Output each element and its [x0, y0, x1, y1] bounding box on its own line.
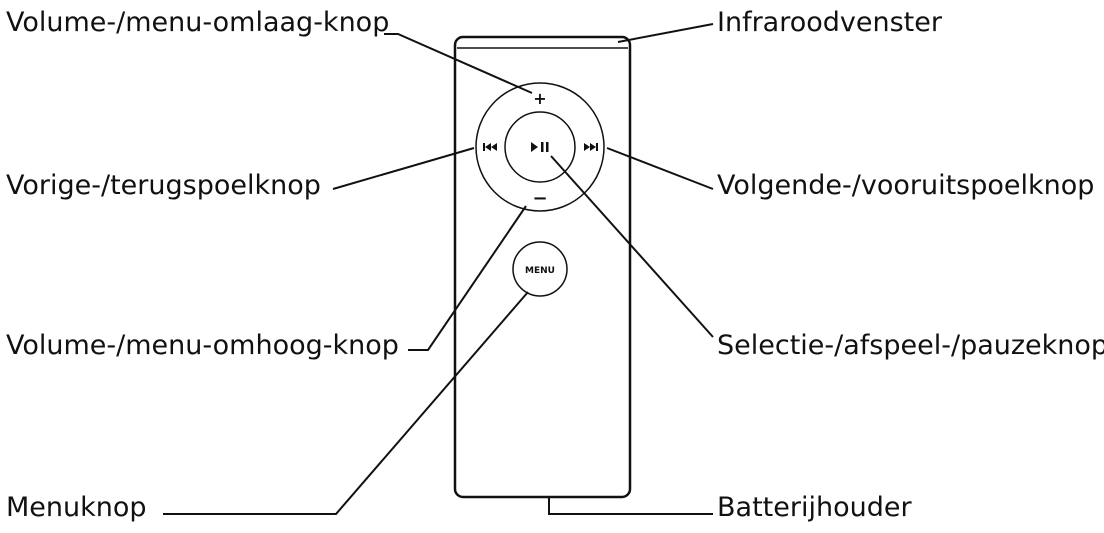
leader-volume-up [408, 205, 527, 351]
leader-menu [163, 291, 529, 515]
label-volume-down-button: Volume-/menu-omlaag-knop [6, 7, 390, 38]
menu-button-label: MENU [525, 266, 555, 276]
volume-up-plus-icon[interactable]: + [533, 89, 546, 108]
label-infrared-window: Infraroodvenster [717, 7, 942, 38]
leader-volume-down [384, 33, 533, 94]
next-fastforward-icon[interactable] [584, 143, 598, 151]
play-pause-icon [531, 142, 549, 152]
leader-next [606, 147, 714, 190]
label-battery-holder: Batterijhouder [717, 492, 912, 523]
leader-battery [548, 497, 713, 515]
leader-previous [332, 147, 475, 190]
leader-select [550, 155, 714, 338]
menu-button[interactable] [512, 241, 568, 297]
label-volume-up-button: Volume-/menu-omhoog-knop [6, 330, 399, 361]
label-select-play-pause-button: Selectie-/afspeel-/pauzeknop [717, 330, 1104, 361]
label-menu-button: Menuknop [6, 492, 147, 523]
volume-down-minus-icon[interactable]: − [532, 188, 547, 209]
label-next-button: Volgende-/vooruitspoelknop [717, 170, 1095, 201]
label-previous-button: Vorige-/terugspoelknop [6, 170, 321, 201]
previous-rewind-icon[interactable] [483, 143, 497, 151]
leader-infrared [617, 23, 714, 43]
